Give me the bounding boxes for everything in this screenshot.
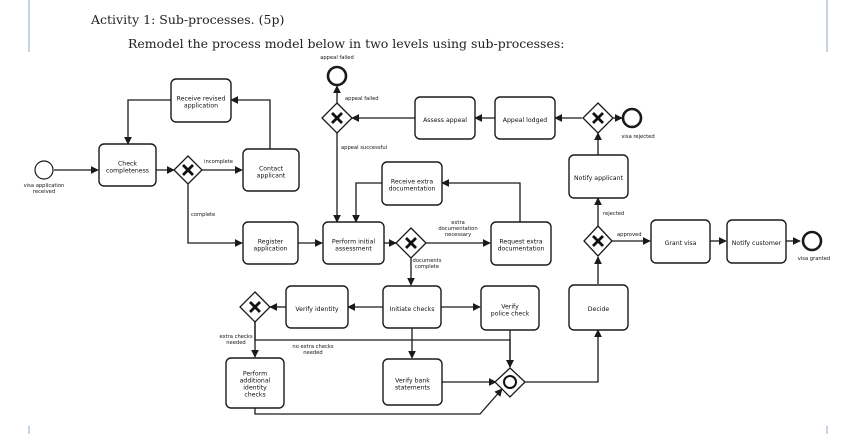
start-event <box>34 160 54 180</box>
task-perform-additional-identity-checks <box>225 357 285 409</box>
task-notify-applicant <box>568 154 629 199</box>
task-initiate-checks <box>382 285 442 329</box>
flow-join-to-decide <box>524 329 602 383</box>
edge-label-rejected: rejected <box>603 211 624 217</box>
xor-gateway-completeness <box>173 155 203 185</box>
task-label-notify-applicant: Notify applicant <box>574 175 623 182</box>
right-margin-bar-bottom <box>826 426 828 434</box>
event-label-visa-rejected: visa rejected <box>621 134 654 140</box>
activity-instruction: Remodel the process model below in two l… <box>128 36 565 51</box>
task-verify-bank-statements <box>382 358 443 406</box>
end-event-visa-rejected <box>621 107 643 129</box>
xor-gateway-decision <box>583 225 613 257</box>
event-label-appeal-failed: appeal failed <box>320 55 354 61</box>
event-label-visa-granted: visa granted <box>798 256 830 262</box>
edge-label-appeal-successful: appeal successful <box>341 145 387 151</box>
flow-receive-extra-to-assessment <box>352 182 382 223</box>
flow-additional-to-join <box>254 388 503 415</box>
left-margin-bar <box>28 0 30 52</box>
task-receive-revised <box>170 78 232 123</box>
left-margin-bar-bottom <box>28 426 30 434</box>
task-verify-identity <box>285 285 349 329</box>
task-label-appeal-lodged: Appeal lodged <box>503 117 548 124</box>
edge-label-incomplete: incomplete <box>204 159 233 165</box>
task-check-completeness <box>98 143 157 187</box>
task-label-initiate-checks: Initiate checks <box>390 306 435 313</box>
task-decide <box>568 284 629 331</box>
task-receive-extra-documentation <box>381 161 443 206</box>
task-assess-appeal <box>414 96 476 140</box>
flow-gateway1-to-register <box>187 184 243 247</box>
task-label-verify-identity: Verify identity <box>295 306 338 313</box>
task-label-grant-visa: Grant visa <box>665 240 697 247</box>
task-contact-applicant <box>242 148 300 192</box>
inclusive-gateway-join <box>494 367 526 398</box>
xor-gateway-identity <box>239 291 271 323</box>
task-grant-visa <box>650 219 711 264</box>
edge-label-complete: complete <box>191 212 215 218</box>
task-label-notify-customer: Notify customer <box>732 240 782 247</box>
gateways <box>173 102 614 398</box>
flow-contact-to-receive-revised <box>230 96 271 149</box>
task-register-application <box>242 221 299 265</box>
task-appeal-lodged <box>494 96 556 140</box>
task-label-assess-appeal: Assess appeal <box>423 117 467 124</box>
task-notify-customer <box>726 219 787 264</box>
task-perform-initial-assessment <box>322 221 385 265</box>
edge-label-appeal-failed: appeal failed <box>345 96 379 102</box>
xor-gateway-rejection <box>582 102 614 134</box>
edge-label-approved: approved <box>617 232 642 238</box>
end-event-appeal-failed <box>326 65 348 87</box>
end-event-visa-granted <box>801 230 823 252</box>
task-request-extra-documentation <box>490 221 552 266</box>
flow-request-to-receive-extra <box>441 179 521 222</box>
task-verify-police-check <box>480 285 540 331</box>
tasks <box>98 78 787 409</box>
sequence-flows <box>54 85 801 415</box>
xor-gateway-documentation <box>395 227 427 259</box>
right-margin-bar <box>826 0 828 52</box>
events <box>34 65 823 252</box>
xor-gateway-appeal <box>321 102 353 134</box>
activity-heading: Activity 1: Sub-processes. (5p) <box>91 12 285 27</box>
flow-receive-revised-to-check <box>124 99 171 145</box>
task-label-decide: Decide <box>588 306 610 313</box>
